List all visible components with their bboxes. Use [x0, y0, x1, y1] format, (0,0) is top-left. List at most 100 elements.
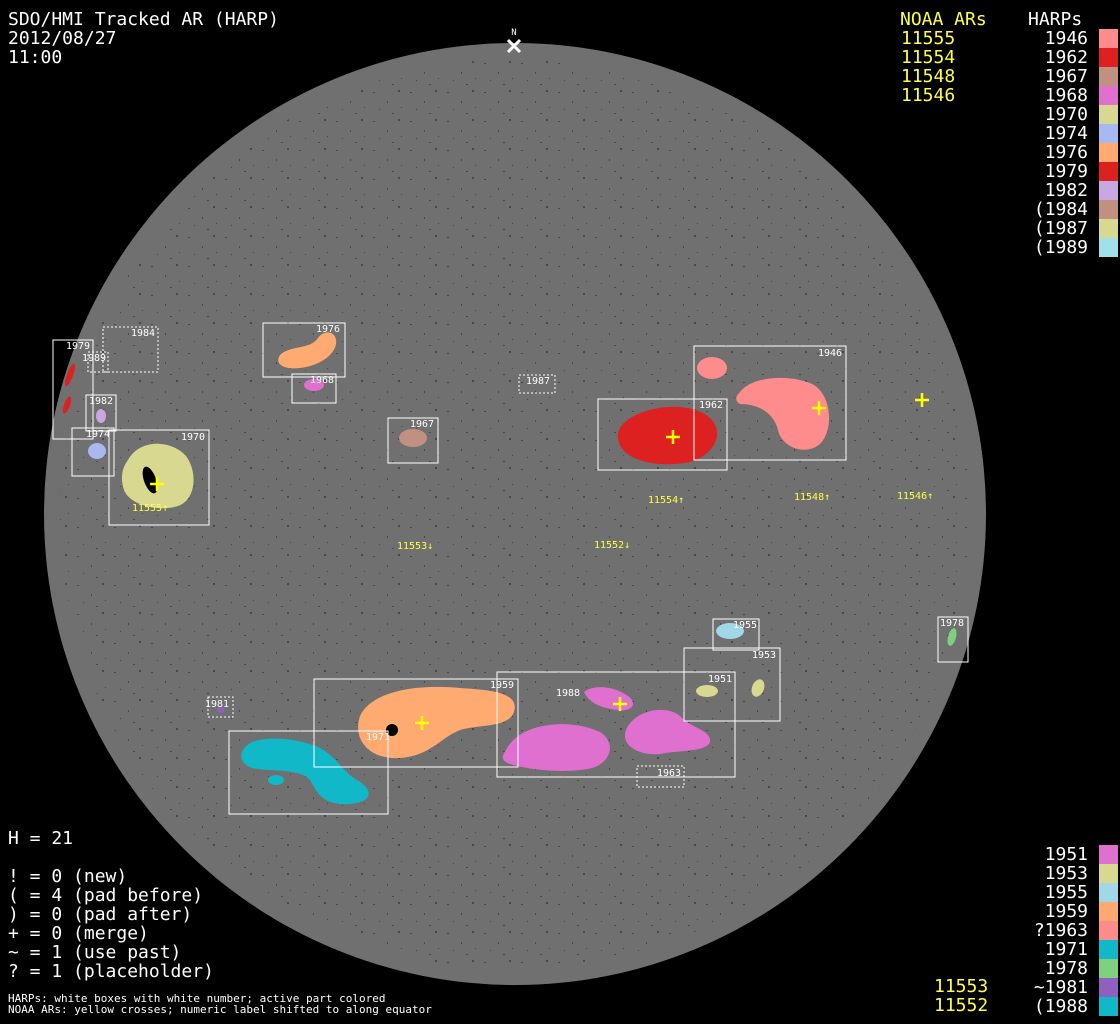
region-1988-a [502, 724, 610, 771]
stats-line-use-past: ~ = 1 (use past) [8, 942, 182, 963]
harp-legend-label: 1968 [1044, 85, 1088, 106]
harp-label-1989: 1989 [82, 353, 106, 364]
harp-legend-label: 1951 [1044, 844, 1088, 865]
harp-legend-swatch [1099, 978, 1118, 997]
harp-label-1978: 1978 [940, 618, 964, 629]
region-1967 [399, 429, 427, 447]
harp-label-1988: 1988 [556, 688, 580, 699]
active-regions [62, 332, 957, 805]
stats-line-pad-after: ) = 0 (pad after) [8, 904, 193, 925]
region-1959-spot [386, 724, 398, 736]
harp-box-1989 [87, 351, 109, 373]
harp-legend-swatch [1099, 864, 1118, 883]
noaa-cross-icon [666, 430, 680, 444]
north-marker-icon [506, 38, 522, 54]
harp-legend-swatch [1099, 997, 1118, 1016]
harp-label-1987: 1987 [526, 376, 550, 387]
harp-legend-swatch [1099, 959, 1118, 978]
harp-box-labels: 1979 1989 1984 1976 1968 1982 1974 1970 … [66, 324, 964, 779]
harp-legend-label: (1989 [1033, 237, 1088, 258]
harp-legend-label: 1974 [1044, 123, 1088, 144]
harp-label-1971: 1971 [366, 732, 390, 743]
harp-box-1962 [597, 398, 728, 471]
harp-box-1971 [228, 730, 389, 815]
noaa-legend-item: 11553 [934, 976, 989, 997]
harp-label-1946: 1946 [818, 348, 842, 359]
region-1970 [121, 443, 194, 509]
harp-box-1963 [636, 765, 685, 788]
harp-legend-label: 1978 [1044, 958, 1088, 979]
noaa-crosses [150, 393, 929, 730]
harp-legend-swatch [1099, 181, 1118, 200]
harp-box-1946 [693, 345, 847, 461]
harp-legend-swatch [1099, 124, 1118, 143]
harp-legend-label: 1967 [1044, 66, 1088, 87]
region-1946-b [736, 377, 830, 450]
stats-line-merge: + = 0 (merge) [8, 923, 149, 944]
region-1971-b [268, 775, 284, 785]
region-1970-spot [142, 466, 158, 494]
harp-label-1953: 1953 [752, 650, 776, 661]
harp-legend-swatch [1099, 200, 1118, 219]
harp-legend-label: 1970 [1044, 104, 1088, 125]
footnote-harps: HARPs: white boxes with white number; ac… [8, 992, 386, 1005]
region-1974 [88, 443, 106, 459]
harp-legend-label: (1987 [1033, 218, 1088, 239]
harp-legend-swatch [1099, 902, 1118, 921]
harp-label-1968: 1968 [310, 375, 334, 386]
region-1946-a [697, 357, 727, 379]
noaa-legend-item: 11555 [901, 28, 956, 49]
harp-legend-swatch [1099, 67, 1118, 86]
harp-label-1982: 1982 [89, 396, 113, 407]
noaa-cross-icon [812, 401, 826, 415]
harp-box-1967 [387, 417, 439, 464]
region-1959 [358, 686, 515, 759]
harp-boxes [52, 322, 969, 815]
harp-box-1979 [52, 339, 94, 440]
noaa-legend-item: 11546 [901, 85, 956, 106]
harp-label-1955: 1955 [733, 620, 757, 631]
harp-legend-label: ?1963 [1033, 920, 1088, 941]
harp-label-1976: 1976 [316, 324, 340, 335]
stats-h-count: H = 21 [8, 828, 74, 849]
harp-legend-swatch [1099, 219, 1118, 238]
harp-box-1953 [683, 647, 781, 722]
harp-label-1963: 1963 [657, 768, 681, 779]
harp-label-1959: 1959 [490, 680, 514, 691]
noaa-cross-icon [915, 393, 929, 407]
harp-box-1968 [291, 373, 337, 404]
noaa-label-11552: 11552↓ [594, 540, 630, 551]
harp-legend-swatch [1099, 940, 1118, 959]
region-1988-b [624, 709, 711, 755]
harp-legend-swatch [1099, 162, 1118, 181]
harp-legend-label: 1962 [1044, 47, 1088, 68]
region-1953 [751, 679, 765, 697]
noaa-legend-item: 11548 [901, 66, 956, 87]
north-label: N [511, 28, 516, 38]
harp-legend-swatch [1099, 48, 1118, 67]
region-1979 [65, 363, 75, 387]
harp-box-1981 [207, 696, 234, 718]
stats-line-placeholder: ? = 1 (placeholder) [8, 961, 214, 982]
harp-legend-label: 1982 [1044, 180, 1088, 201]
harp-legend-label: ~1981 [1033, 977, 1088, 998]
stats-line-new: ! = 0 (new) [8, 866, 128, 887]
harp-label-1974: 1974 [86, 429, 110, 440]
region-1978 [947, 628, 957, 646]
region-1955 [716, 623, 744, 639]
stats-line-pad-before: ( = 4 (pad before) [8, 885, 204, 906]
harp-legend-swatch [1099, 143, 1118, 162]
observation-time: 11:00 [8, 47, 63, 68]
harp-label-1951: 1951 [708, 674, 732, 685]
harp-label-1979: 1979 [66, 341, 90, 352]
footnote-noaa: NOAA ARs: yellow crosses; numeric label … [8, 1003, 432, 1016]
region-1981 [217, 707, 225, 713]
harp-legend-label: 1971 [1044, 939, 1088, 960]
noaa-label-11548: 11548↑ [794, 492, 830, 503]
harp-box-1978 [937, 616, 969, 663]
harp-legend-label: 1946 [1044, 28, 1088, 49]
noaa-cross-icon [613, 697, 627, 711]
region-1962 [617, 406, 718, 465]
harp-label-1970: 1970 [181, 432, 205, 443]
